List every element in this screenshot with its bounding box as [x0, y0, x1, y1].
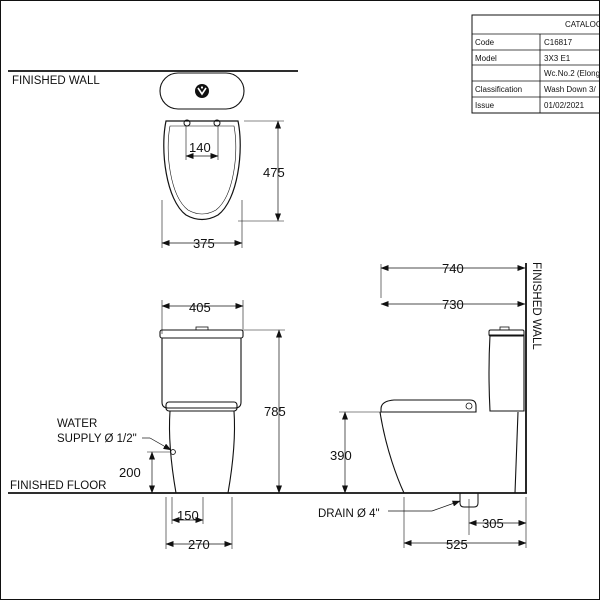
title-block-key-classification: Classification	[475, 85, 522, 94]
tank-front-outline	[159, 329, 244, 339]
title-block-value-type: Wc.No.2 (Elong	[544, 69, 600, 78]
title-block-value-model: 3X3 E1	[544, 54, 571, 63]
title-block: CATALOG Code C16817 Model 3X3 E1 Wc.No.2…	[471, 14, 600, 114]
tank-front-body	[161, 337, 242, 409]
plan-view: FINISHED WALL 140 475 375	[8, 70, 298, 251]
dim-supply-height: 200	[119, 465, 141, 480]
seat-plan-outline	[163, 120, 241, 221]
hinge-right-icon	[213, 119, 221, 127]
title-block-key-code: Code	[475, 38, 495, 47]
seat-hinge-side-icon	[465, 402, 473, 410]
dim-total-height: 785	[264, 404, 286, 419]
dim-plan-depth: 475	[263, 165, 285, 180]
flush-button-icon	[195, 326, 209, 331]
hinge-left-icon	[183, 119, 191, 127]
cotto-logo-icon	[195, 84, 209, 98]
finished-wall-label-side: FINISHED WALL	[530, 262, 542, 350]
dim-side-overall: 740	[442, 261, 464, 276]
title-block-value-classification: Wash Down 3/	[544, 85, 597, 94]
dim-base-depth: 525	[446, 537, 468, 552]
water-supply-label-line2: SUPPLY Ø 1/2"	[57, 433, 137, 445]
seat-side-outline	[380, 399, 477, 413]
pedestal-front-outline	[168, 410, 236, 494]
dim-supply-offset: 150	[177, 508, 199, 523]
title-block-key-issue: Issue	[475, 101, 495, 110]
bowl-side-outline	[379, 411, 519, 494]
title-block-key-model: Model	[475, 54, 497, 63]
dim-plan-width: 375	[193, 236, 215, 251]
dim-seat-height: 390	[330, 448, 352, 463]
front-view: 405 785 WATER SUPPLY Ø 1/2" 200 150 270	[57, 300, 286, 552]
dim-base-width: 270	[188, 537, 210, 552]
dim-side-bowl: 730	[442, 297, 464, 312]
dim-front-width: 405	[189, 300, 211, 315]
finished-wall-label-top: FINISHED WALL	[12, 75, 100, 87]
title-block-value-issue: 01/02/2021	[544, 101, 585, 110]
dim-rough-in: 305	[482, 516, 504, 531]
seat-front-outline	[165, 401, 238, 412]
title-block-header: CATALOG	[565, 20, 600, 29]
dim-seat-hinge: 140	[189, 140, 211, 155]
tank-side-outline	[488, 334, 525, 412]
side-view: FINISHED WALL 740 730 DRAIN Ø 4" 390 305	[318, 261, 542, 552]
tank-plan-outline	[159, 72, 245, 110]
seat-plan-inner	[167, 125, 237, 215]
finished-floor-label: FINISHED FLOOR	[10, 480, 106, 492]
water-supply-icon	[170, 449, 176, 455]
drain-label: DRAIN Ø 4"	[318, 508, 380, 520]
title-block-value-code: C16817	[544, 38, 573, 47]
water-supply-label-line1: WATER	[57, 418, 97, 430]
flush-button-side-icon	[499, 326, 510, 331]
